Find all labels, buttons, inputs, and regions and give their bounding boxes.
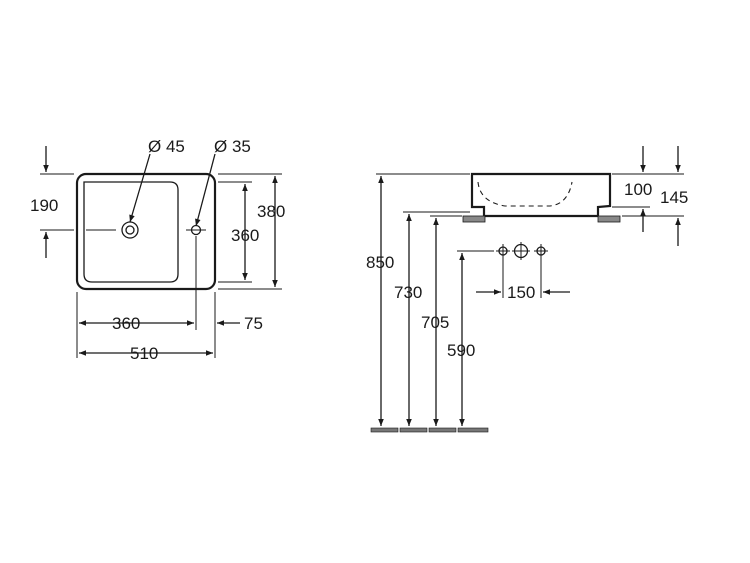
tap-holes bbox=[496, 242, 548, 260]
bowl-outline bbox=[83, 181, 179, 283]
floor-line bbox=[370, 427, 489, 433]
side-view: 100 145 150 850 730 bbox=[366, 146, 688, 433]
label-510: 510 bbox=[130, 344, 158, 363]
label-360-horizontal: 360 bbox=[112, 314, 140, 333]
mounting-pad-right bbox=[597, 215, 621, 223]
basin-profile bbox=[470, 172, 612, 218]
label-100: 100 bbox=[624, 180, 652, 199]
top-view: Ø 45 Ø 35 190 360 380 360 75 510 bbox=[30, 137, 285, 363]
label-tap-diameter: Ø 45 bbox=[148, 137, 185, 156]
label-145: 145 bbox=[660, 188, 688, 207]
label-190: 190 bbox=[30, 196, 58, 215]
label-850: 850 bbox=[366, 253, 394, 272]
label-75: 75 bbox=[244, 314, 263, 333]
label-730: 730 bbox=[394, 283, 422, 302]
leader-tap-diameter bbox=[129, 153, 151, 223]
leader-overflow-diameter bbox=[195, 153, 216, 227]
label-150: 150 bbox=[507, 283, 535, 302]
basin-outline bbox=[75, 172, 217, 291]
mounting-pad-left bbox=[462, 215, 486, 223]
drain-hole bbox=[86, 221, 139, 239]
label-360-vertical: 360 bbox=[231, 226, 259, 245]
label-380: 380 bbox=[257, 202, 285, 221]
hidden-bowl-contour bbox=[477, 181, 573, 207]
tap-hole bbox=[186, 224, 206, 236]
label-705: 705 bbox=[421, 313, 449, 332]
label-overflow-diameter: Ø 35 bbox=[214, 137, 251, 156]
label-590: 590 bbox=[447, 341, 475, 360]
